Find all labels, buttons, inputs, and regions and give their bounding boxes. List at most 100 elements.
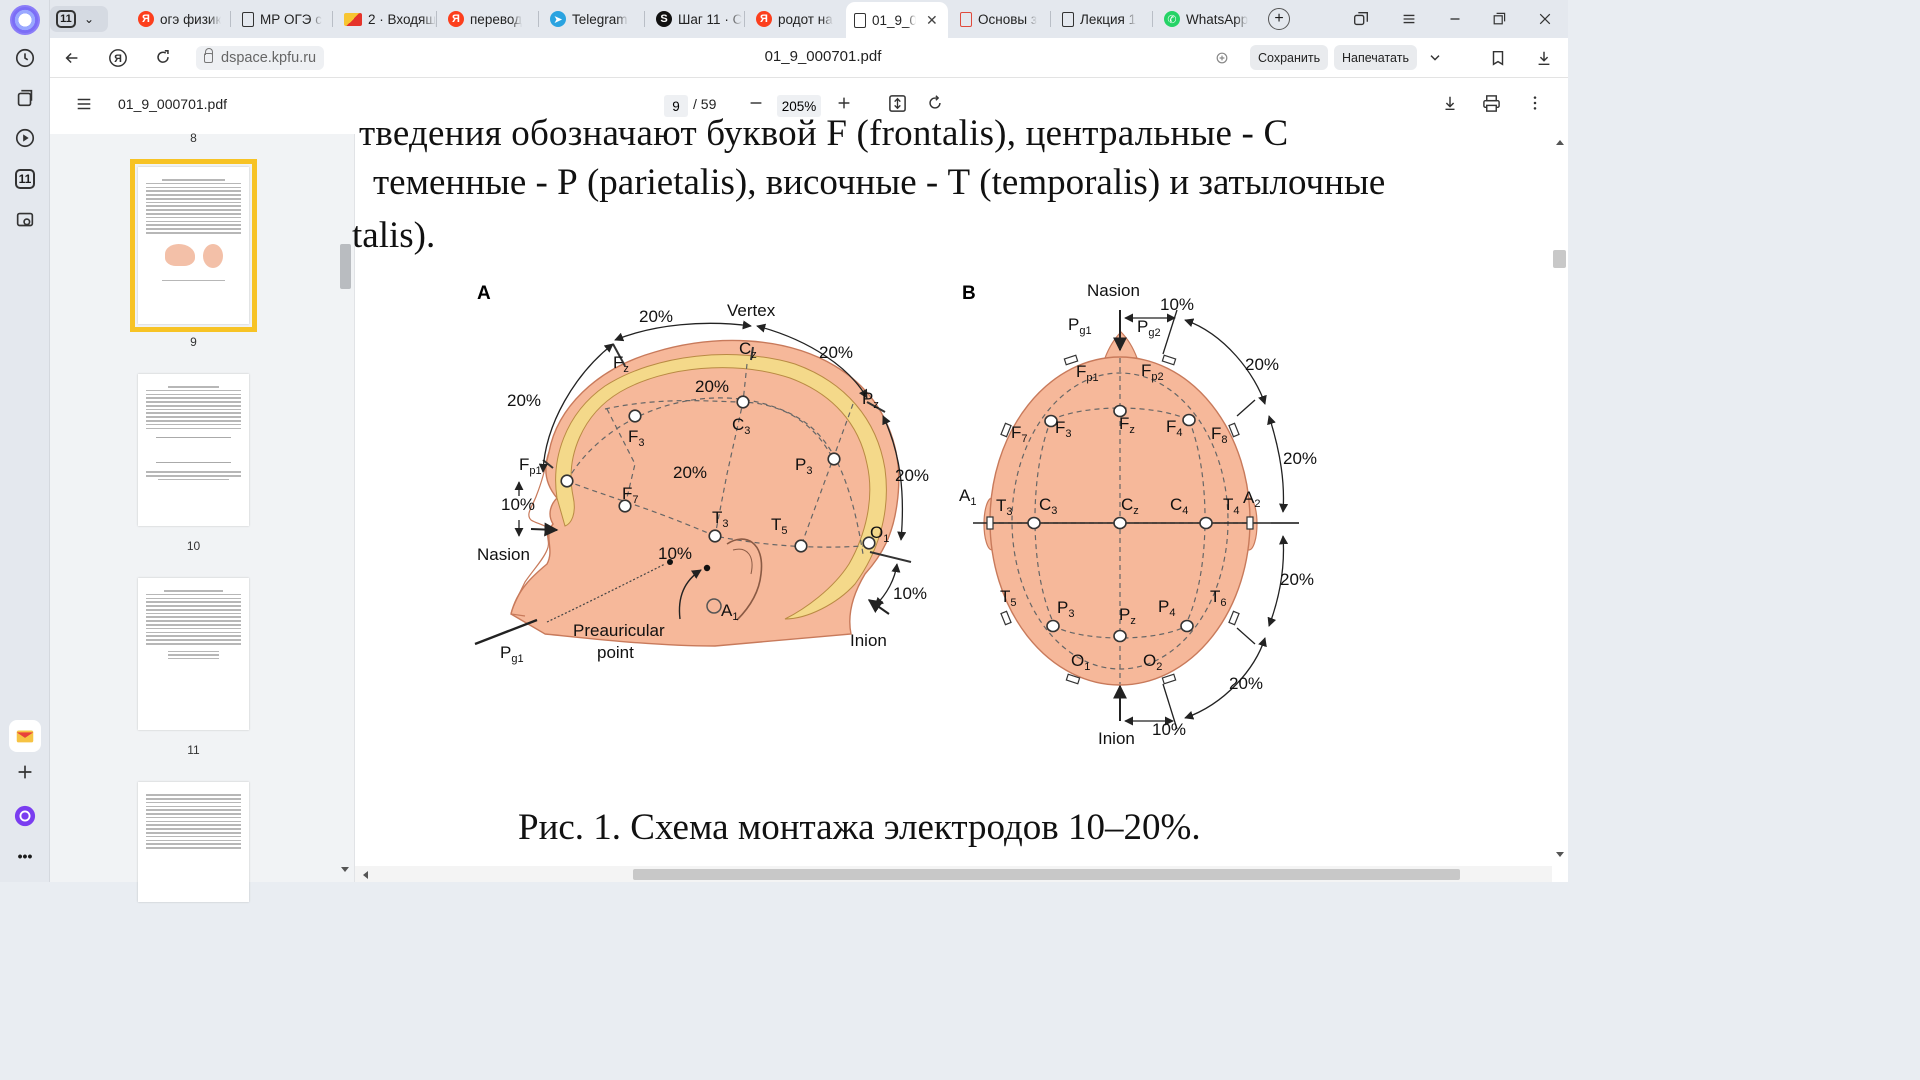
add-icon[interactable] [9, 756, 41, 788]
whatsapp-favicon-icon: ✆ [1164, 11, 1180, 27]
skull-bone [555, 354, 887, 620]
history-icon[interactable] [9, 42, 41, 74]
eeg-montage-figure: A [474, 281, 1317, 748]
tab-translate[interactable]: Я перевод [440, 5, 538, 33]
mail-app-icon[interactable] [9, 720, 41, 752]
figure-caption: Рис. 1. Схема монтажа электродов 10–20%. [518, 807, 1201, 848]
svg-text:Pg2: Pg2 [1137, 317, 1161, 339]
zoom-input[interactable] [777, 95, 821, 117]
scroll-down-arrow-icon[interactable] [1555, 851, 1565, 859]
svg-text:Fp1: Fp1 [519, 455, 542, 477]
scroll-up-arrow-icon[interactable] [1555, 138, 1565, 146]
scroll-left-arrow-icon[interactable] [361, 870, 369, 880]
close-window-icon[interactable] [1532, 6, 1558, 32]
alice-icon[interactable] [9, 800, 41, 832]
svg-text:20%: 20% [673, 463, 707, 482]
bookmarks-icon[interactable] [1486, 46, 1510, 70]
reload-icon[interactable] [151, 46, 175, 70]
panel-b-label: B [962, 283, 976, 304]
document-text-line: talis). [352, 215, 436, 256]
document-horizontal-scrollbar[interactable] [355, 866, 1552, 882]
svg-text:10%: 10% [501, 495, 535, 514]
tab-group-counter[interactable]: 11 ⌄ [50, 6, 108, 32]
screenshot-icon[interactable] [9, 204, 41, 236]
rotate-icon[interactable] [926, 94, 944, 115]
svg-text:Inion: Inion [850, 631, 887, 650]
tab-mail-inbox[interactable]: 2 · Входящ [336, 5, 436, 33]
document-favicon-icon [1062, 11, 1074, 27]
svg-text:10%: 10% [893, 584, 927, 603]
lock-icon [204, 48, 213, 63]
save-button[interactable]: Сохранить [1250, 45, 1329, 70]
back-arrow-icon[interactable] [60, 46, 84, 70]
thumbnail-page-10[interactable] [138, 374, 249, 526]
address-url[interactable]: dspace.kpfu.ru [196, 46, 325, 70]
tab-telegram[interactable]: ➤ Telegram [542, 5, 644, 33]
close-tab-icon[interactable]: ✕ [926, 11, 938, 28]
thumbnail-page-11[interactable] [138, 578, 249, 730]
thumbnail-page-12[interactable] [138, 782, 249, 902]
svg-text:Nasion: Nasion [477, 545, 530, 564]
panel-a-label: A [477, 283, 491, 304]
video-icon[interactable] [9, 122, 41, 154]
fit-page-icon[interactable] [888, 94, 907, 116]
tab-strip: 11 ⌄ Я огэ физик МР ОГЭ с 2 · Входящ Я п… [50, 0, 1568, 38]
minimize-icon[interactable] [1442, 6, 1468, 32]
tab-oge-fizik[interactable]: Я огэ физик [130, 5, 230, 33]
tab-rodot[interactable]: Я родот на [748, 5, 846, 33]
svg-text:A1: A1 [959, 486, 976, 508]
svg-text:20%: 20% [1280, 570, 1314, 589]
page-number-input[interactable] [664, 95, 688, 117]
svg-text:20%: 20% [507, 391, 541, 410]
svg-text:Vertex: Vertex [727, 301, 776, 320]
pdf-more-icon[interactable] [1526, 94, 1544, 115]
document-text-line: теменные - Р (parietalis), височные - Т … [373, 162, 1386, 203]
svg-text:20%: 20% [695, 377, 729, 396]
document-favicon-icon [854, 12, 866, 28]
total-pages: / 59 [693, 96, 717, 112]
document-vertical-scrollbar[interactable] [1552, 134, 1568, 882]
tab-manager-icon[interactable] [1348, 6, 1374, 32]
yandex-home-icon[interactable]: Я [106, 46, 130, 70]
thumbnail-scrollbar[interactable] [340, 244, 351, 289]
pdf-toolbar: 01_9_000701.pdf / 59 [50, 78, 1568, 134]
svg-text:Pz: Pz [862, 389, 879, 411]
mail-favicon-icon [344, 12, 362, 26]
zoom-out-icon[interactable] [747, 94, 765, 115]
new-tab-button[interactable]: + [1268, 8, 1290, 30]
more-icon[interactable]: ••• [17, 848, 33, 864]
restore-icon[interactable] [1486, 6, 1512, 32]
pdf-download-icon[interactable] [1441, 94, 1459, 115]
tab-mr-oge[interactable]: МР ОГЭ с [234, 5, 332, 33]
document-text-line: тведения обозначают буквой F (frontalis)… [359, 113, 1289, 154]
svg-text:20%: 20% [1245, 355, 1279, 374]
tab-pdf-active[interactable]: 01_9_0 ✕ [846, 2, 948, 38]
tab-lekciya[interactable]: Лекция 1 [1054, 5, 1152, 33]
chevron-down-icon[interactable] [1423, 46, 1447, 70]
stepik-favicon-icon: S [656, 11, 672, 27]
reader-mode-icon[interactable] [1210, 46, 1234, 70]
menu-icon[interactable] [1396, 6, 1422, 32]
thumbnail-page-9[interactable] [130, 159, 257, 332]
page-title: 01_9_000701.pdf [764, 48, 882, 65]
downloads-icon[interactable] [1532, 46, 1556, 70]
sidebar-scroll-down-icon[interactable] [340, 866, 350, 874]
thumbnail-page-number: 9 [190, 335, 197, 349]
pdf-favicon-icon [960, 11, 972, 27]
thumbnail-page-number: 10 [186, 539, 201, 553]
thumbnail-page-number: 8 [190, 131, 197, 145]
tabs-counter-icon[interactable]: 11 [9, 163, 41, 195]
pdf-print-icon[interactable] [1482, 94, 1501, 116]
print-button[interactable]: Напечатать [1334, 45, 1417, 70]
pdf-menu-icon[interactable] [75, 95, 93, 116]
zoom-in-icon[interactable] [835, 94, 853, 115]
collections-icon[interactable] [9, 82, 41, 114]
horizontal-scroll-thumb[interactable] [633, 869, 1460, 880]
document-scroll-thumb[interactable] [1553, 250, 1566, 268]
tab-whatsapp[interactable]: ✆ WhatsApp [1156, 5, 1252, 33]
svg-text:10%: 10% [1152, 720, 1186, 739]
svg-text:20%: 20% [895, 466, 929, 485]
tab-stepik[interactable]: S Шаг 11 · С [648, 5, 744, 33]
tab-osnovy[interactable]: Основы з [952, 5, 1050, 33]
profile-avatar[interactable] [10, 5, 40, 35]
